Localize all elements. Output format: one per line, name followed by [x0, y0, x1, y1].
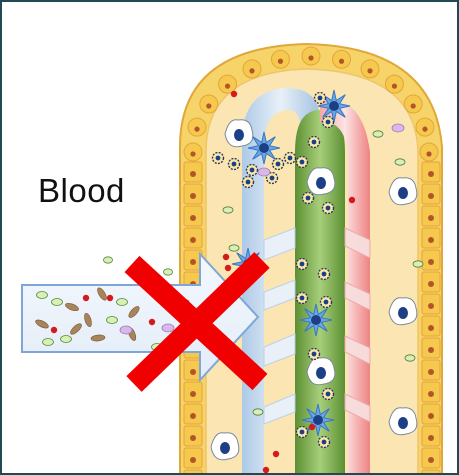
lymphocyte-icon [323, 117, 334, 128]
macrophage-icon [389, 178, 417, 205]
macrophage-icon [307, 168, 335, 195]
lymphocyte-icon [323, 389, 334, 400]
macrophage-icon [307, 358, 335, 385]
lymphocyte-icon [297, 427, 308, 438]
lymphocyte-icon [319, 437, 330, 448]
lymphocyte-icon [321, 297, 332, 308]
lymphocyte-icon [297, 157, 308, 168]
macrophage-icon [389, 298, 417, 325]
lymphocyte-icon [243, 177, 254, 188]
lymphocyte-icon [323, 203, 334, 214]
lymphocyte-icon [273, 159, 284, 170]
lymphocyte-icon [229, 159, 240, 170]
lymphocyte-icon [315, 93, 326, 104]
lymphocyte-icon [213, 153, 224, 164]
blood-label: Blood [38, 172, 125, 210]
macrophage-icon [211, 433, 239, 460]
lymphocyte-icon [309, 137, 320, 148]
lymphocyte-icon [297, 259, 308, 270]
lymphocyte-icon [309, 349, 320, 360]
lymphocyte-icon [319, 269, 330, 280]
dendritic-cell-icon [300, 304, 332, 336]
lymphocyte-icon [303, 193, 314, 204]
lymphocyte-icon [247, 165, 258, 176]
lymphocyte-icon [285, 153, 296, 164]
macrophage-icon [389, 408, 417, 435]
dendritic-cell-icon [248, 132, 280, 164]
macrophage-icon [225, 120, 253, 147]
lymphocyte-icon [297, 293, 308, 304]
